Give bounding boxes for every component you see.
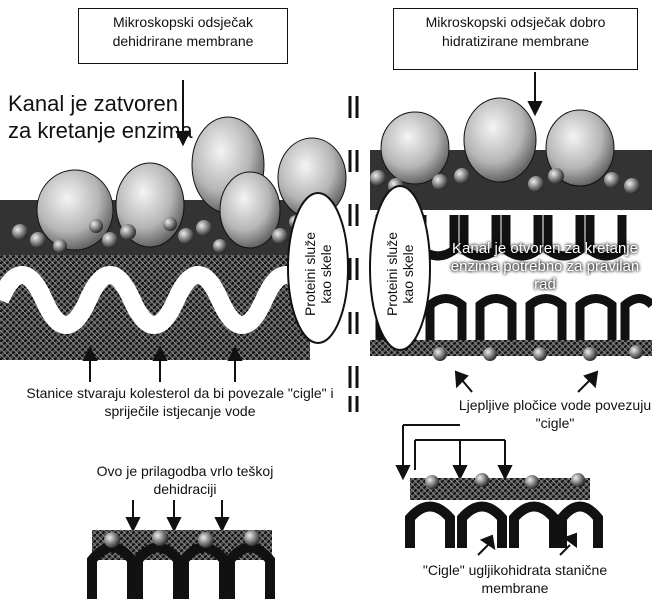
right-proteins-label: Proteini služe kao skele <box>384 224 416 324</box>
left-adapted-membrane <box>92 530 272 599</box>
left-title-text: Mikroskopski odsječak dehidrirane membra… <box>113 14 254 49</box>
adaptation-label: Ovo je prilagodba vrlo teškoj dehidracij… <box>80 462 290 498</box>
right-title-box: Mikroskopski odsječak dobro hidratiziran… <box>393 8 638 70</box>
divider-dashed <box>350 96 357 412</box>
left-title-box: Mikroskopski odsječak dehidrirane membra… <box>78 8 288 64</box>
bricks-label: "Cigle" ugljikohidrata stanične membrane <box>390 561 640 597</box>
water-plates-label: Ljepljive pločice vode povezuju "cigle" <box>455 396 652 432</box>
channel-open-label: Kanal je otvoren za kretanje enzima potr… <box>445 240 645 294</box>
right-title-text: Mikroskopski odsječak dobro hidratiziran… <box>426 14 606 49</box>
left-proteins-label: Proteini služe kao skele <box>302 224 334 324</box>
channel-closed-label: Kanal je zatvoren za kretanje enzima <box>8 90 198 144</box>
cholesterol-label: Stanice stvaraju kolesterol da bi poveza… <box>25 384 335 420</box>
